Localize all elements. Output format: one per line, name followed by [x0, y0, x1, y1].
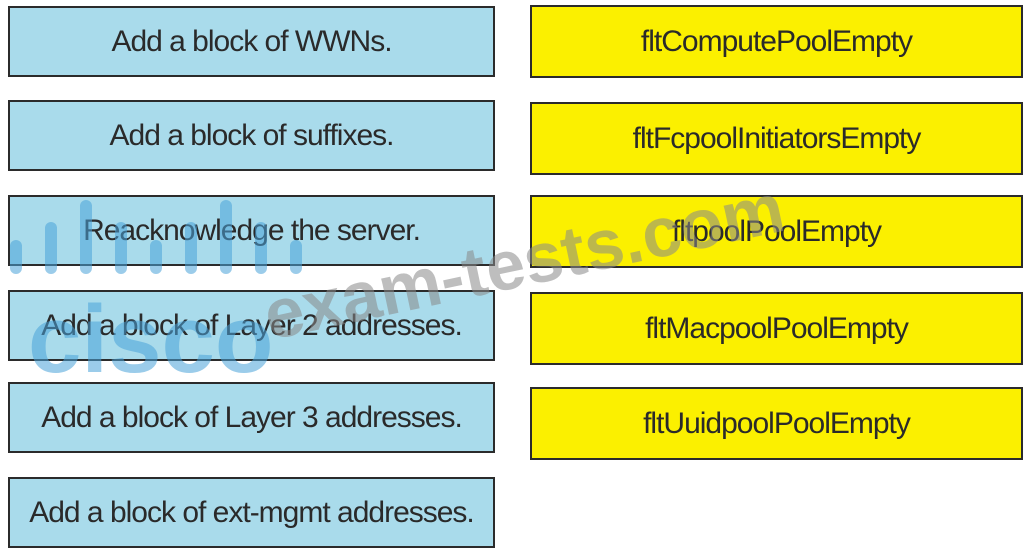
action-item-label: Add a block of Layer 2 addresses.: [41, 308, 463, 342]
action-item-reacknowledge[interactable]: Reacknowledge the server.: [8, 195, 495, 266]
action-item-layer3[interactable]: Add a block of Layer 3 addresses.: [8, 382, 495, 453]
action-item-label: Reacknowledge the server.: [83, 213, 421, 247]
fault-uuidpool-pool-empty[interactable]: fltUuidpoolPoolEmpty: [530, 387, 1023, 460]
action-item-ext-mgmt[interactable]: Add a block of ext-mgmt addresses.: [8, 477, 495, 548]
action-item-wwns[interactable]: Add a block of WWNs.: [8, 6, 495, 77]
action-item-label: Add a block of WWNs.: [111, 24, 392, 58]
fault-macpool-pool-empty[interactable]: fltMacpoolPoolEmpty: [530, 292, 1023, 365]
fault-fcpool-initiators-empty[interactable]: fltFcpoolInitiatorsEmpty: [530, 102, 1023, 175]
fault-compute-pool-empty[interactable]: fltComputePoolEmpty: [530, 5, 1023, 78]
fault-label: fltpoolPoolEmpty: [671, 214, 882, 248]
action-item-layer2[interactable]: Add a block of Layer 2 addresses.: [8, 290, 495, 361]
action-item-label: Add a block of suffixes.: [109, 118, 395, 152]
action-item-label: Add a block of Layer 3 addresses.: [41, 400, 463, 434]
fault-ippool-pool-empty[interactable]: fltpoolPoolEmpty: [530, 195, 1023, 268]
fault-label: fltUuidpoolPoolEmpty: [643, 406, 911, 440]
action-item-label: Add a block of ext-mgmt addresses.: [29, 495, 475, 529]
fault-label: fltFcpoolInitiatorsEmpty: [632, 121, 922, 155]
fault-label: fltMacpoolPoolEmpty: [645, 311, 909, 345]
fault-label: fltComputePoolEmpty: [640, 24, 913, 58]
action-item-suffixes[interactable]: Add a block of suffixes.: [8, 100, 495, 171]
